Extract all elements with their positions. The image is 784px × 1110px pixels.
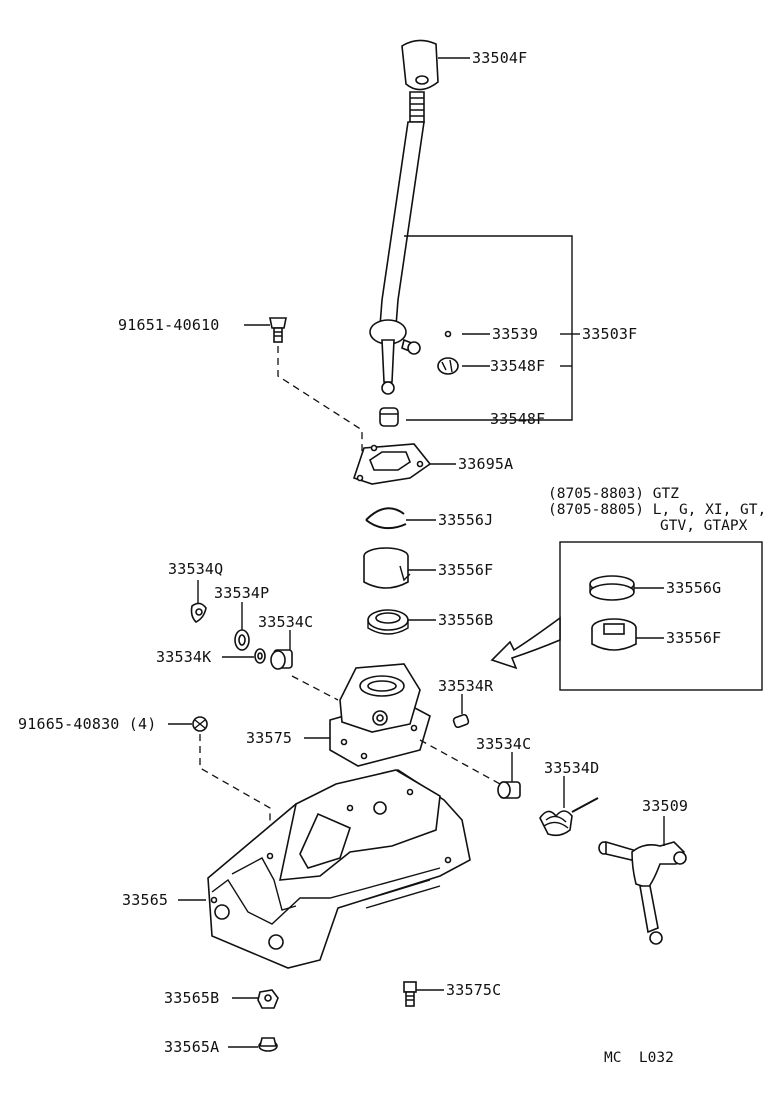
- label-33534Q: 33534Q: [168, 560, 224, 578]
- applicability-note-2: (8705-8805) L, G, XI, GT,: [548, 502, 767, 518]
- housing-33575: [329, 663, 431, 767]
- label-33534R: 33534R: [438, 677, 494, 695]
- label-33509: 33509: [642, 797, 689, 815]
- label-33504F: 33504F: [472, 49, 528, 67]
- label-33539: 33539: [492, 325, 539, 343]
- label-33503F: 33503F: [582, 325, 638, 343]
- label-33556J: 33556J: [438, 511, 494, 529]
- label-33534K: 33534K: [156, 648, 212, 666]
- bolt-91665-40830: [192, 716, 208, 732]
- arrow-to-seat: [490, 616, 561, 670]
- label-33575: 33575: [246, 729, 293, 747]
- seat-33556F-inset: [591, 618, 637, 651]
- base-33565: [207, 769, 471, 969]
- label-33565A: 33565A: [164, 1038, 220, 1056]
- cap-33565A: [258, 1037, 278, 1052]
- seat-33556F: [363, 547, 411, 589]
- bushing-33556B: [367, 609, 409, 635]
- label-33534C-b: 33534C: [476, 735, 532, 753]
- bushing-33534C-b: [497, 781, 521, 799]
- clip-33534Q: [190, 602, 207, 623]
- label-91651-40610: 91651-40610: [118, 316, 220, 334]
- bushing-33548F-a: [437, 357, 459, 375]
- label-33556G: 33556G: [666, 579, 722, 597]
- inset-box: [559, 541, 763, 691]
- bushing-33548F-b: [379, 407, 399, 427]
- label-33534C-a: 33534C: [258, 613, 314, 631]
- nut-33565B: [257, 989, 279, 1009]
- washer-33534K: [254, 648, 266, 664]
- ring-33556J: [365, 507, 407, 530]
- applicability-note-1: (8705-8803) GTZ: [548, 486, 679, 502]
- pin-33539: [444, 330, 452, 338]
- shift-lever-33503F: [369, 91, 425, 395]
- label-33556F: 33556F: [438, 561, 494, 579]
- bolt-33575C: [403, 981, 417, 1007]
- plate-33695A: [352, 443, 432, 485]
- label-33534P: 33534P: [214, 584, 270, 602]
- washer-33534P: [234, 629, 250, 651]
- label-33695A: 33695A: [458, 455, 514, 473]
- label-33548F-b: 33548F: [490, 410, 546, 428]
- shift-knob-33504F: [401, 39, 439, 91]
- illustration-code: MC L032: [604, 1050, 674, 1066]
- label-33565: 33565: [122, 891, 169, 909]
- spring-33534D: [539, 797, 599, 837]
- bushing-33534C-a: [270, 649, 293, 670]
- label-33575C: 33575C: [446, 981, 502, 999]
- applicability-note-3: GTV, GTAPX: [660, 518, 748, 534]
- label-33548F-a: 33548F: [490, 357, 546, 375]
- label-33556F-inset: 33556F: [666, 629, 722, 647]
- label-33556B: 33556B: [438, 611, 494, 629]
- lever-33509: [598, 840, 687, 945]
- pin-33534R: [452, 713, 470, 729]
- label-33565B: 33565B: [164, 989, 220, 1007]
- bolt-91651-40610: [269, 317, 287, 343]
- ring-33556G: [589, 575, 635, 601]
- label-91665-40830: 91665-40830 (4): [18, 715, 157, 733]
- label-33534D: 33534D: [544, 759, 600, 777]
